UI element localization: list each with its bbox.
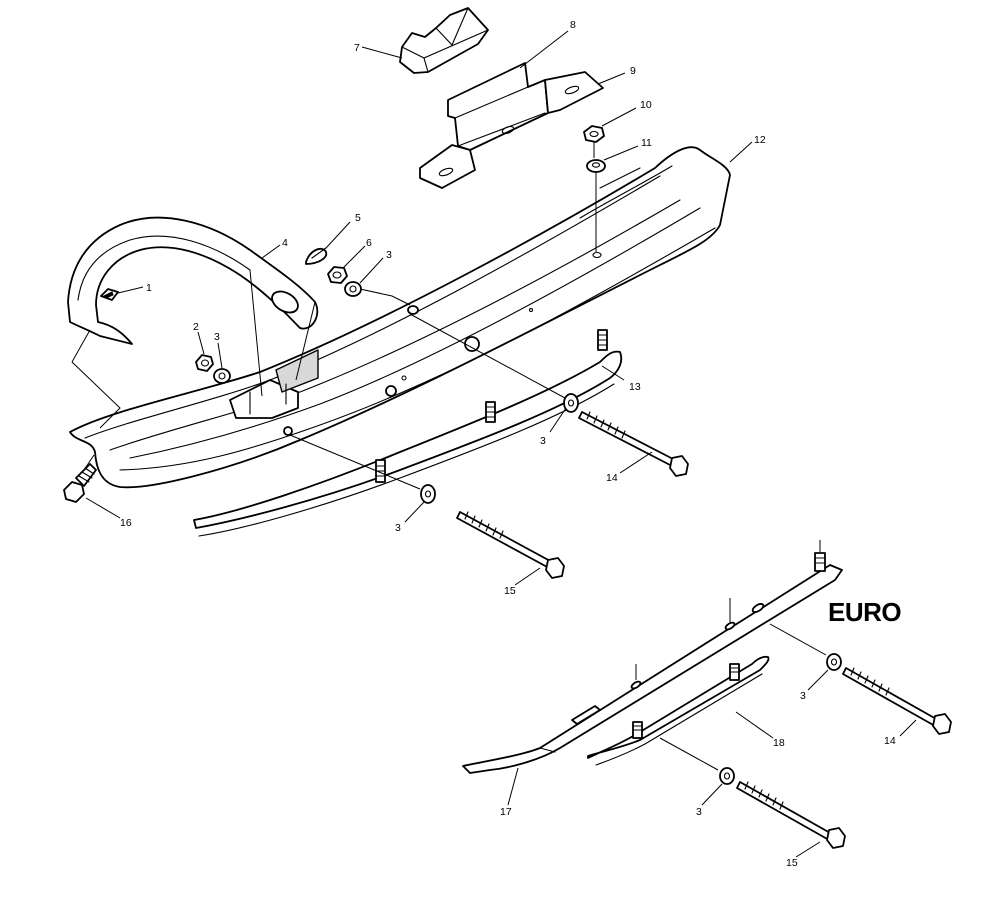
euro-variant-group: EURO [462,540,952,849]
callout-15: 15 [786,857,798,869]
callout-3: 3 [386,249,392,261]
callout-9: 9 [630,65,636,77]
part-5-cotter-pin [305,247,328,265]
part-18-euro-short-runner [587,655,770,766]
callout-4: 4 [282,237,288,249]
callout-18: 18 [773,737,785,749]
euro-label: EURO [828,597,901,627]
callout-3: 3 [214,331,220,343]
callout-11: 11 [641,137,652,149]
callout-labels: 1 2 3 4 5 6 3 7 8 9 10 11 12 13 3 14 16 … [120,19,896,869]
part-1-handle-bolt [100,288,119,301]
part-3-washer-euro-upper [826,653,842,671]
callout-10: 10 [640,99,652,111]
callout-3: 3 [395,522,401,534]
part-4-ski-handle [67,216,319,345]
callout-5: 5 [355,212,361,224]
callout-7: 7 [354,42,360,54]
wear-bar-stud-rear [597,329,608,351]
callout-14: 14 [884,735,896,747]
part-7-saddle-block [399,7,489,74]
part-2-nut [195,354,214,372]
callout-13: 13 [629,381,641,393]
callout-2: 2 [193,321,199,333]
part-3-washer-left [213,368,231,384]
part-3-washer-rear-bolt [563,393,579,413]
callout-3: 3 [540,435,546,447]
part-3-washer-upper [344,281,362,297]
callout-6: 6 [366,237,372,249]
part-12-ski-body [69,146,731,489]
callout-16: 16 [120,517,132,529]
wear-bar-stud-mid [485,401,496,423]
part-6-castle-nut [327,266,348,284]
part-10-nut [583,125,605,143]
part-3-washer-euro-lower [719,767,735,785]
callout-3: 3 [696,806,702,818]
callout-15: 15 [504,585,516,597]
part-16-front-bolt [63,463,97,503]
callout-12: 12 [754,134,766,146]
part-14-rear-bolt [578,411,689,477]
part-14-euro-bolt [842,667,952,735]
part-17-euro-runner [462,540,843,774]
callout-leaders [85,30,917,858]
part-8-mounting-bracket [419,62,604,189]
part-11-washer [586,159,606,173]
callout-8: 8 [570,19,576,31]
assembly-leader-lines [71,142,597,490]
part-15-front-bolt [456,511,565,579]
callout-17: 17 [500,806,512,818]
callout-14: 14 [606,472,618,484]
callout-3: 3 [800,690,806,702]
callout-1: 1 [146,282,152,294]
part-15-euro-bolt [736,781,846,849]
part-3-washer-front-bolt [420,484,436,504]
